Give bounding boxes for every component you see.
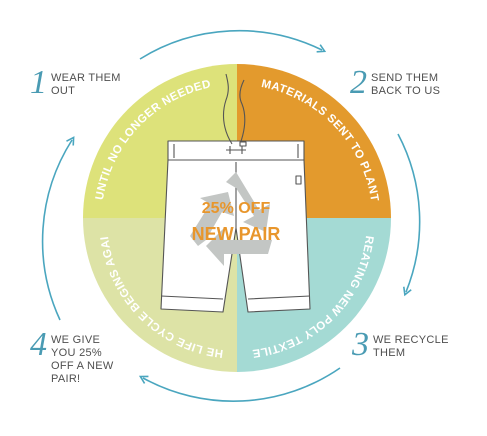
step-3-text: WE RECYCLE THEM <box>373 334 449 359</box>
step-2-text: SEND THEM BACK TO US <box>371 72 441 97</box>
step-4-number: 4 <box>30 326 47 363</box>
step-4: 4 WE GIVE YOU 25% OFF A NEW PAIR! <box>30 326 114 386</box>
step-3: 3 WE RECYCLE THEM <box>352 326 449 363</box>
step-2-number: 2 <box>350 64 367 101</box>
offer-line-1: 25% OFF <box>202 200 271 217</box>
recycle-icon <box>190 172 272 266</box>
cycle-arrow-icon <box>41 29 421 402</box>
step-1-text: WEAR THEM OUT <box>51 72 121 97</box>
arrow-top-icon <box>139 29 327 60</box>
board-shorts-icon <box>160 73 311 313</box>
step-2: 2 SEND THEM BACK TO US <box>350 64 441 101</box>
offer-line-2: NEW PAIR <box>192 224 281 244</box>
step-1: 1 WEAR THEM OUT <box>30 64 121 101</box>
arrow-left-icon <box>41 136 75 321</box>
arrow-bottom-icon <box>138 367 341 402</box>
step-4-text: WE GIVE YOU 25% OFF A NEW PAIR! <box>51 334 114 385</box>
step-3-number: 3 <box>352 326 369 363</box>
arrow-right-icon <box>397 133 421 297</box>
step-1-number: 1 <box>30 64 47 101</box>
